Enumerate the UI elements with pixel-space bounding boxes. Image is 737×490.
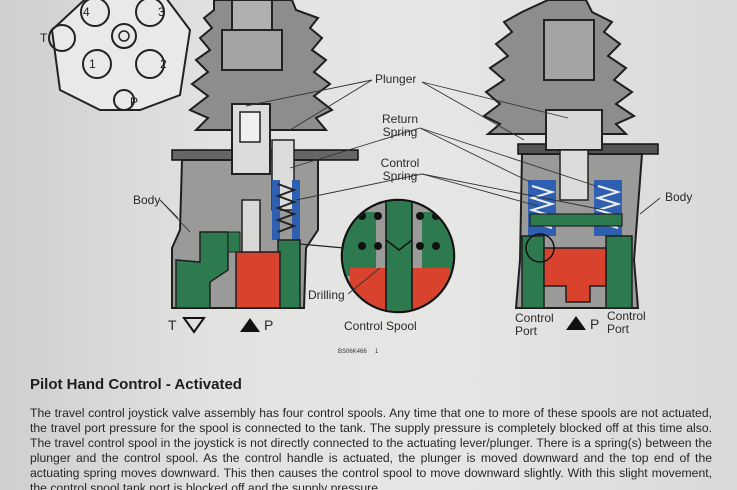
port-view	[48, 0, 192, 111]
body-label-left: Body	[133, 193, 161, 207]
left-valve-section	[171, 0, 359, 309]
drilling-label: Drilling	[308, 288, 345, 302]
section-paragraph: The travel control joystick valve assemb…	[30, 406, 712, 490]
control-port-label-right: Control Port	[607, 310, 646, 336]
port-letter-t: T	[40, 31, 48, 45]
control-port-label-right-line2: Port	[607, 322, 630, 336]
pressure-port-triangle-right	[566, 316, 586, 330]
tank-port-triangle	[182, 317, 206, 334]
figure-code-text: BS06K466	[338, 349, 367, 355]
pressure-port-triangle-left	[240, 318, 260, 332]
figure-number: 1	[375, 349, 379, 355]
port-number-3: 3	[158, 5, 165, 19]
return-spring-label: Return Spring	[376, 113, 424, 139]
control-spring-label-line1: Control	[380, 156, 420, 170]
control-spring-label: Control Spring	[376, 157, 424, 183]
right-valve-section	[482, 0, 659, 309]
section-heading: Pilot Hand Control - Activated	[30, 376, 242, 393]
tank-port-label: T	[168, 317, 177, 333]
port-number-1: 1	[89, 57, 96, 71]
port-letter-p: P	[130, 95, 139, 109]
pressure-port-label-left: P	[264, 317, 274, 333]
figure-code: BS06K466 1	[338, 349, 378, 355]
return-spring-label-line1: Return	[381, 112, 419, 126]
control-port-label-left: Control Port	[515, 312, 554, 338]
control-port-label-left-line2: Port	[515, 324, 538, 338]
control-port-label-left-line1: Control	[515, 311, 554, 325]
control-port-label-right-line1: Control	[607, 309, 646, 323]
pressure-port-label-right: P	[590, 316, 600, 332]
control-spring-label-line2: Spring	[382, 169, 418, 183]
pilot-control-diagram	[48, 0, 661, 334]
body-label-right: Body	[665, 190, 693, 204]
control-spool-label: Control Spool	[344, 319, 417, 333]
port-number-4: 4	[83, 5, 90, 19]
return-spring-label-line2: Spring	[382, 125, 418, 139]
plunger-label: Plunger	[375, 72, 417, 86]
leader-lines	[159, 79, 661, 295]
port-number-2: 2	[160, 57, 167, 71]
